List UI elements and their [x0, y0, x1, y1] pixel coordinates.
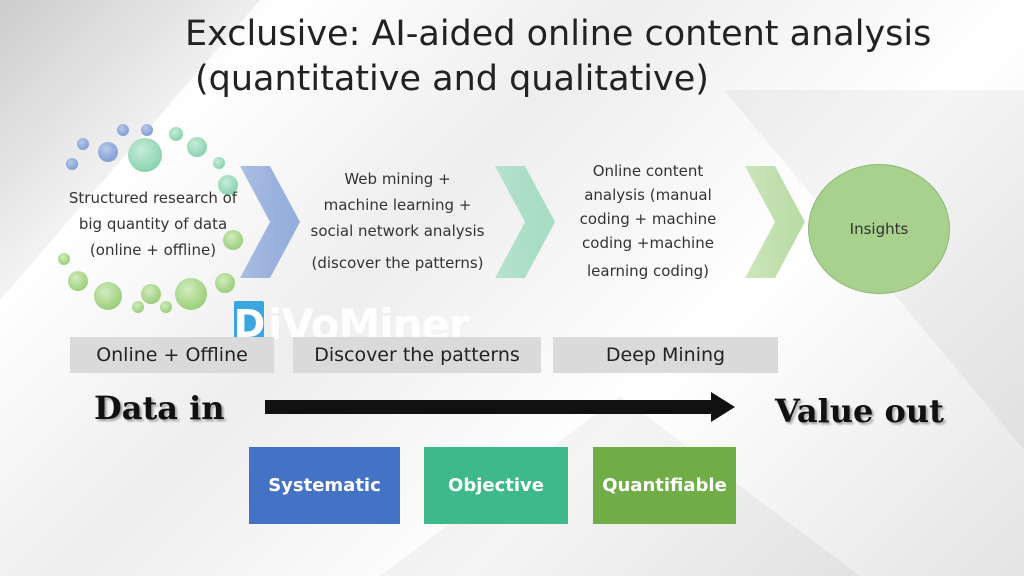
- bubble: [58, 253, 70, 265]
- title-line-2: (quantitative and qualitative): [195, 59, 709, 99]
- bubble: [160, 301, 172, 313]
- stage-3-line: learning coding): [587, 262, 709, 280]
- stage-2-line: social network analysis: [310, 222, 485, 240]
- phase-label-deep-mining: Deep Mining: [553, 337, 778, 373]
- bubble: [94, 282, 122, 310]
- phase-label-discover-patterns: Discover the patterns: [293, 337, 541, 373]
- stage-1-line: (online + offline): [89, 241, 217, 259]
- stage-3-line: analysis (manual: [584, 186, 712, 204]
- insights-label: Insights: [849, 220, 909, 238]
- insights-circle: Insights: [808, 164, 950, 294]
- quantifiable-box: Quantifiable: [593, 447, 736, 524]
- data-bubbles: [58, 124, 243, 313]
- title-line-1: Exclusive: AI-aided online content analy…: [185, 14, 932, 54]
- stage-1-line: big quantity of data: [78, 215, 228, 233]
- bubble: [218, 175, 238, 195]
- data-in-label: Data in: [94, 389, 225, 427]
- bubble: [117, 124, 129, 136]
- bubble: [141, 284, 161, 304]
- stage-3-line: Online content: [592, 162, 704, 180]
- stage-2-line: (discover the patterns): [311, 254, 484, 272]
- stage-3-line: coding + machine: [579, 210, 717, 228]
- objective-box: Objective: [424, 447, 568, 524]
- systematic-box: Systematic: [249, 447, 400, 524]
- bubble: [132, 301, 144, 313]
- bubble: [66, 158, 78, 170]
- stage-2-line: Web mining +: [344, 170, 451, 188]
- chevron-arrow-1: [240, 166, 300, 278]
- stage-2-line: machine learning +: [323, 196, 472, 214]
- stage-3-description: Online content analysis (manual coding +…: [568, 159, 728, 283]
- phase-label-online-offline: Online + Offline: [70, 337, 274, 373]
- bubble: [128, 138, 162, 172]
- stage-1-description: Structured research of big quantity of d…: [58, 185, 248, 263]
- stage-2-description: Web mining + machine learning + social n…: [300, 166, 495, 276]
- chevron-arrow-2: [495, 166, 555, 278]
- bubble: [215, 273, 235, 293]
- bubble: [187, 137, 207, 157]
- bubble: [223, 230, 243, 250]
- bubble: [68, 271, 88, 291]
- bubble: [98, 142, 118, 162]
- stage-1-line: Structured research of: [68, 189, 238, 207]
- bubble: [141, 124, 153, 136]
- bubble: [213, 157, 225, 169]
- flow-arrow: [265, 392, 735, 422]
- chevron-arrow-3: [745, 166, 805, 278]
- value-out-label: Value out: [775, 392, 944, 430]
- bubble: [77, 138, 89, 150]
- bubble: [169, 127, 183, 141]
- stage-3-line: coding +machine: [582, 234, 714, 252]
- bubble: [175, 278, 207, 310]
